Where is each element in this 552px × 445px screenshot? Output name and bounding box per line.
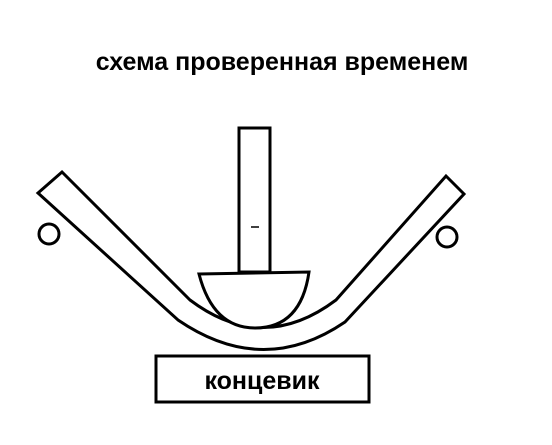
punch-rod xyxy=(237,126,272,274)
right-support-roller xyxy=(435,225,459,249)
limit-switch-label: концевик xyxy=(204,367,320,395)
left-support-roller xyxy=(37,222,61,246)
diagram-title: схема проверенная временем xyxy=(96,48,469,76)
punch-head xyxy=(197,270,311,330)
limit-switch-block xyxy=(154,354,371,404)
